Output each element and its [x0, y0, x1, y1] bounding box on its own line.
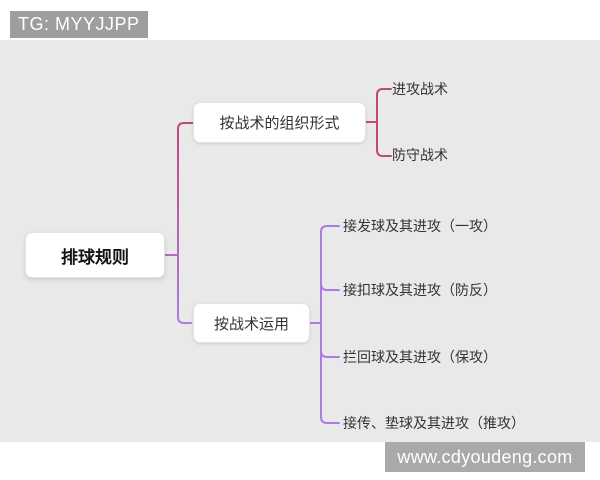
leaf-node-serve-receive[interactable]: 接发球及其进攻（一攻） — [343, 218, 497, 234]
tg-watermark-text: TG: MYYJJPP — [18, 14, 140, 34]
site-watermark-text: www.cdyoudeng.com — [397, 446, 573, 467]
leaf-node-spike-receive[interactable]: 接扣球及其进攻（防反） — [343, 282, 497, 298]
site-watermark: www.cdyoudeng.com — [385, 442, 585, 472]
root-node[interactable]: 排球规则 — [25, 232, 165, 278]
leaf-node-offense[interactable]: 进攻战术 — [392, 81, 448, 97]
leaf-node-block-return[interactable]: 拦回球及其进攻（保攻） — [343, 349, 497, 365]
tg-watermark-badge: TG: MYYJJPP — [10, 11, 148, 38]
branch-node-label: 按战术的组织形式 — [219, 115, 340, 132]
leaf-node-defense[interactable]: 防守战术 — [392, 147, 448, 163]
leaf-node-pass-dig[interactable]: 接传、垫球及其进攻（推攻） — [343, 415, 525, 431]
branch-node-tactic-use[interactable]: 按战术运用 — [193, 303, 310, 343]
root-node-label: 排球规则 — [61, 247, 129, 267]
branch-node-label: 按战术运用 — [213, 315, 289, 333]
branch-node-tactic-form[interactable]: 按战术的组织形式 — [193, 102, 366, 143]
